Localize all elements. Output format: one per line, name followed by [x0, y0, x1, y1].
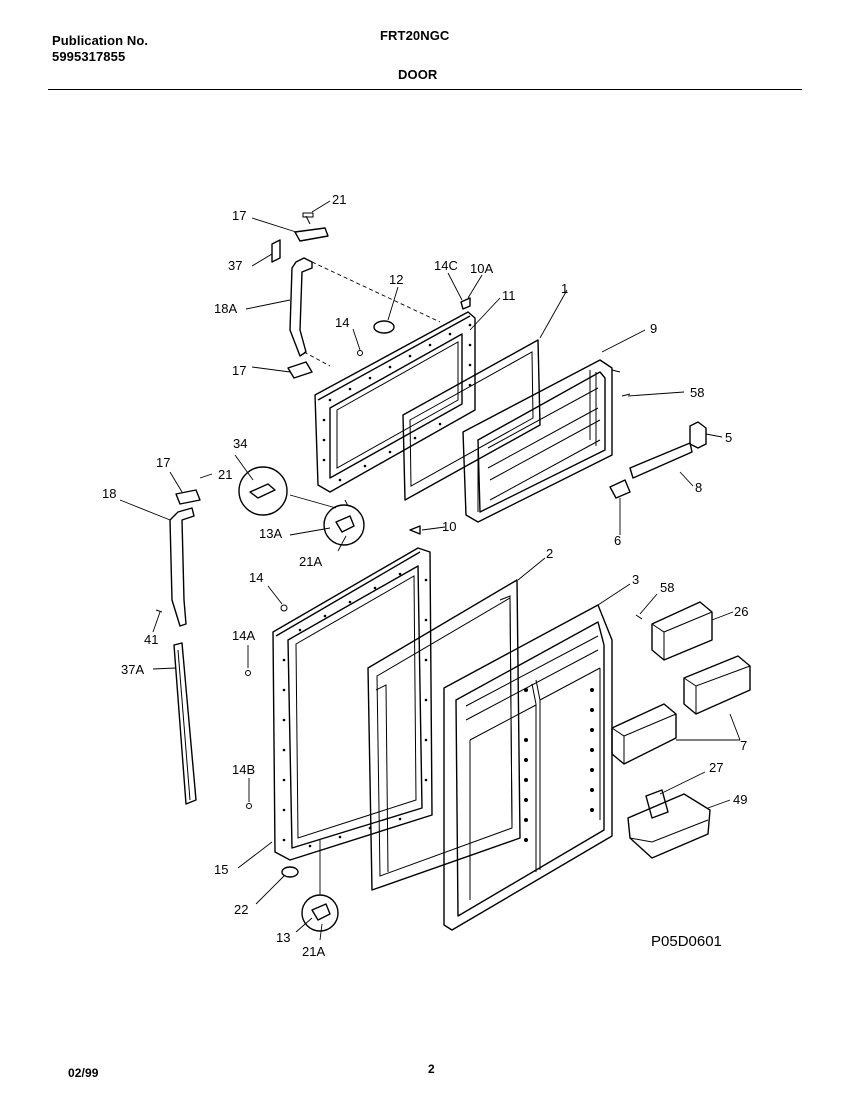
- footer-date: 02/99: [68, 1066, 99, 1080]
- callout-27: 27: [709, 760, 723, 775]
- callout-49: 49: [733, 792, 747, 807]
- center-hinge-bracket: [175, 489, 201, 505]
- callout-58: 58: [660, 580, 674, 595]
- bottom-hinge-bracket: [287, 361, 313, 379]
- hinge-18a: [289, 257, 313, 357]
- fresh-food-door-liner: [443, 604, 613, 931]
- fresh-food-door-gasket: [367, 579, 521, 891]
- dairy-door-27: [645, 789, 669, 819]
- freezer-outer-door-panel: [314, 311, 476, 493]
- callout-37a: 37A: [121, 662, 144, 677]
- freezer-hinge-parts: [271, 212, 471, 379]
- fresh-food-hinge-parts: [155, 489, 421, 932]
- shelf-7-upper: [683, 655, 751, 715]
- header-rule: [48, 89, 802, 90]
- callout-17: 17: [156, 455, 170, 470]
- callout-21a: 21A: [302, 944, 325, 959]
- callout-21: 21: [218, 467, 232, 482]
- callout-7: 7: [740, 738, 747, 753]
- callout-5: 5: [725, 430, 732, 445]
- freezer-door-liner: [462, 359, 613, 523]
- callout-34: 34: [233, 436, 247, 451]
- part-22: [281, 866, 299, 878]
- plug-14a: [245, 670, 251, 676]
- dairy-bin-49: [627, 793, 711, 859]
- model-number: FRT20NGC: [380, 28, 450, 43]
- callout-14c: 14C: [434, 258, 458, 273]
- leader-lines: [119, 200, 741, 941]
- freezer-door-gasket: [402, 339, 541, 501]
- callout-21a: 21A: [299, 554, 322, 569]
- callout-14b: 14B: [232, 762, 255, 777]
- hinge-18: [169, 507, 195, 627]
- callout-11: 11: [502, 288, 516, 303]
- bin-26: [651, 601, 713, 661]
- top-hinge-bracket: [294, 227, 329, 242]
- callout-1: 1: [561, 281, 568, 296]
- plug-14-lower: [280, 604, 288, 612]
- diagram-code: P05D0601: [651, 933, 722, 950]
- callout-22: 22: [234, 902, 248, 917]
- callout-10a: 10A: [470, 261, 493, 276]
- callout-12: 12: [389, 272, 403, 287]
- hinge-shim-37: [271, 239, 281, 263]
- trim-37a: [173, 642, 197, 805]
- callout-labels: 21 17 37 12 14C 10A 11 1 18A 14 9 17 58 …: [102, 192, 748, 959]
- freezer-shelf-retainer: [609, 369, 707, 499]
- callout-6: 6: [614, 533, 621, 548]
- publication-label: Publication No.: [52, 33, 149, 48]
- callout-13: 13: [276, 930, 290, 945]
- callout-3: 3: [632, 572, 639, 587]
- callout-41: 41: [144, 632, 158, 647]
- callout-13a: 13A: [259, 526, 282, 541]
- callout-37: 37: [228, 258, 242, 273]
- page-number: 2: [428, 1062, 435, 1076]
- detail-circle-34: [238, 466, 288, 516]
- screw-21: [302, 212, 314, 225]
- callout-14: 14: [335, 315, 349, 330]
- detail-circle-13: [301, 894, 339, 932]
- callout-58: 58: [690, 385, 704, 400]
- door-bins: [611, 601, 751, 859]
- callout-17: 17: [232, 208, 246, 223]
- callout-14a: 14A: [232, 628, 255, 643]
- callout-21: 21: [332, 192, 346, 207]
- publication-number: 5995317855: [52, 49, 126, 64]
- plug-12: [373, 320, 395, 334]
- plug-14: [357, 350, 363, 356]
- callout-10: 10: [442, 519, 456, 534]
- callout-18a: 18A: [214, 301, 237, 316]
- detail-circle-13a: [323, 504, 365, 546]
- section-title: DOOR: [398, 67, 438, 82]
- callout-9: 9: [650, 321, 657, 336]
- cap-10: [409, 525, 421, 535]
- freezer-bottom-parts: [238, 466, 365, 546]
- cap-10a: [460, 297, 471, 310]
- callout-15: 15: [214, 862, 228, 877]
- fresh-food-outer-door-panel: [272, 547, 433, 861]
- callout-18: 18: [102, 486, 116, 501]
- callout-26: 26: [734, 604, 748, 619]
- plug-14b: [246, 803, 252, 809]
- callout-14: 14: [249, 570, 263, 585]
- callout-17: 17: [232, 363, 246, 378]
- shelf-7-lower: [611, 703, 677, 765]
- callout-2: 2: [546, 546, 553, 561]
- callout-8: 8: [695, 480, 702, 495]
